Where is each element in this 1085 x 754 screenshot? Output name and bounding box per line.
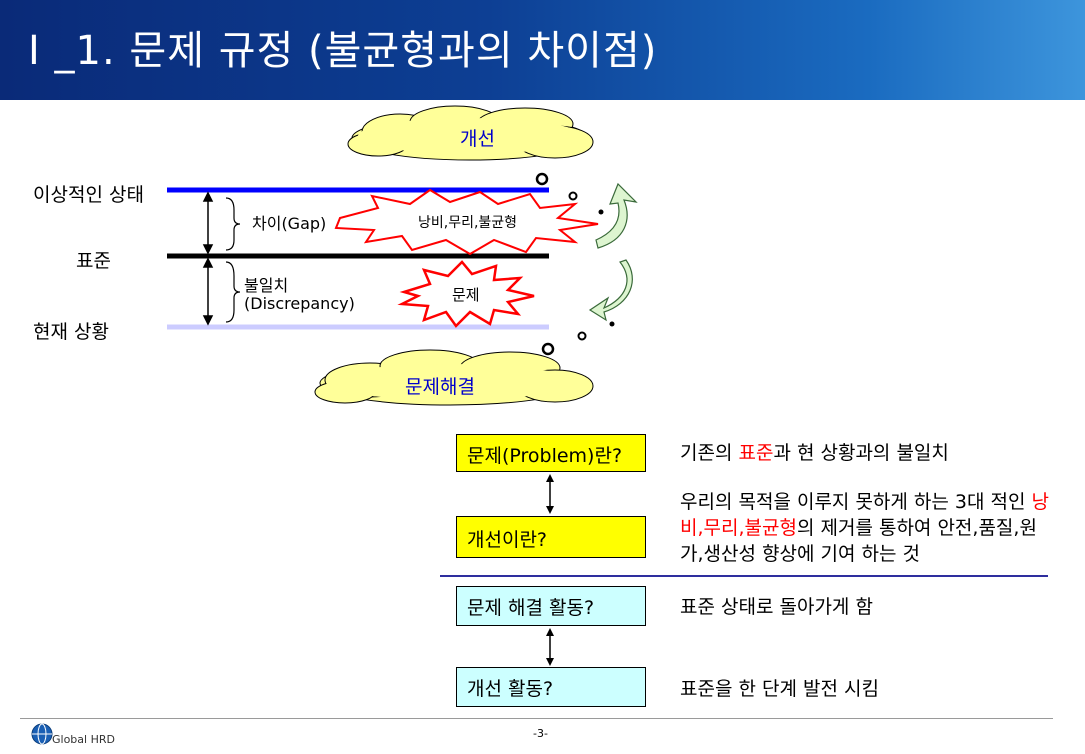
box-improvement: 개선이란? — [456, 516, 646, 558]
page-number: -3- — [533, 727, 548, 740]
gap-arrow — [202, 191, 214, 255]
gap-brace — [225, 197, 241, 251]
logo-text: Global HRD — [52, 733, 115, 746]
globe-logo-icon — [31, 723, 53, 745]
cloud-bottom-label: 문제해결 — [405, 376, 475, 398]
page-title: Ⅰ _1. 문제 규정 (불균형과의 차이점) — [28, 28, 658, 74]
curved-arrow-up-icon — [595, 182, 638, 249]
box-improvement-activity: 개선 활동? — [456, 667, 646, 707]
footer-line — [20, 718, 1053, 719]
level-standard-label: 표준 — [76, 250, 111, 272]
cloud-top-shape — [347, 105, 594, 161]
discrepancy-brace — [225, 261, 241, 323]
divider-line — [440, 575, 1048, 577]
curved-arrow-down-icon — [588, 259, 633, 322]
problem-burst — [397, 260, 535, 328]
box-problem: 문제(Problem)란? — [456, 434, 646, 472]
discrepancy-label-1: 불일치 — [244, 276, 289, 295]
cloud-bottom-shape — [314, 349, 594, 406]
desc-problem: 기존의 표준과 현 상황과의 불일치 — [680, 442, 949, 464]
desc-improvement-activity: 표준을 한 단계 발전 시킴 — [680, 678, 879, 700]
title-bar — [0, 0, 1085, 100]
cloud-top-label: 개선 — [460, 128, 495, 150]
box-arrows — [546, 474, 554, 666]
discrepancy-arrow — [202, 257, 214, 326]
waste-label: 낭비,무리,불균형 — [418, 215, 518, 231]
box-problem-solving: 문제 해결 활동? — [456, 586, 646, 626]
discrepancy-label-2: (Discrepancy) — [244, 294, 355, 313]
gap-diagram — [167, 105, 638, 406]
desc-improvement: 우리의 목적을 이루지 못하게 하는 3대 적인 낭비,무리,불균형의 제거를 … — [680, 491, 1050, 565]
gap-label: 차이(Gap) — [252, 214, 327, 233]
problem-label: 문제 — [452, 286, 480, 304]
waste-burst — [334, 188, 599, 256]
desc-problem-solving: 표준 상태로 돌아가게 함 — [680, 596, 873, 618]
level-ideal-label: 이상적인 상태 — [33, 184, 144, 206]
level-current-label: 현재 상황 — [33, 321, 109, 343]
